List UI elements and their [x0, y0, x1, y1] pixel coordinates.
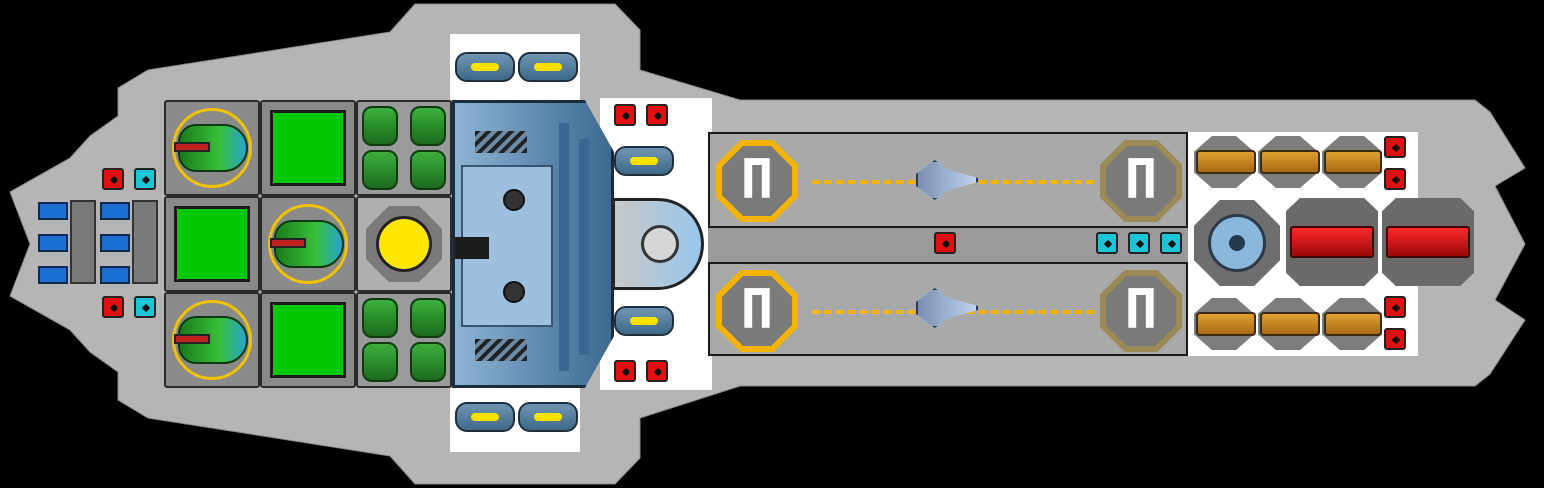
thruster-icon[interactable] [38, 234, 68, 252]
shield-drone-icon [178, 316, 248, 364]
hangar-bottom[interactable]: Π Π [708, 262, 1188, 356]
missile-icon[interactable] [614, 306, 674, 336]
shield-drone-icon [274, 220, 344, 268]
pipe-segment [70, 200, 96, 284]
pad-glyph: Π [740, 278, 774, 341]
thruster-icon[interactable] [100, 202, 130, 220]
radar-dish [1208, 214, 1266, 272]
engine-port [503, 189, 525, 211]
reactor-room[interactable] [356, 196, 452, 292]
cannon-icon[interactable] [1196, 150, 1256, 174]
pad-glyph: Π [740, 148, 774, 211]
engine-clamp [455, 237, 489, 259]
tank-room-bottom[interactable] [356, 292, 452, 388]
indicator-red-icon[interactable] [1384, 136, 1406, 158]
missile-icon[interactable] [518, 402, 578, 432]
thruster-array [34, 196, 164, 292]
drone-cannon [174, 142, 210, 152]
pad-glyph: Π [1124, 278, 1158, 341]
tank-icon [410, 106, 446, 146]
indicator-red-icon[interactable] [1384, 328, 1406, 350]
engine-fin [579, 139, 589, 355]
indicator-cyan-icon[interactable] [134, 296, 156, 318]
indicator-red-icon[interactable] [102, 296, 124, 318]
fighter-icon[interactable] [916, 160, 978, 200]
landing-pad-left[interactable]: Π [716, 140, 798, 222]
tank-icon [362, 342, 398, 382]
oxygen-room-middle-left[interactable] [164, 196, 260, 292]
missile-icon[interactable] [614, 146, 674, 176]
cannon-icon[interactable] [1260, 150, 1320, 174]
drone-cannon [270, 238, 306, 248]
tank-room-top[interactable] [356, 100, 452, 196]
thruster-icon[interactable] [38, 266, 68, 284]
cannon-icon[interactable] [1196, 312, 1256, 336]
red-laser-icon[interactable] [1290, 226, 1374, 258]
missile-icon[interactable] [518, 52, 578, 82]
tank-icon [362, 106, 398, 146]
engine-fin [559, 123, 569, 371]
tank-icon [410, 298, 446, 338]
indicator-red-icon[interactable] [934, 232, 956, 254]
engine-port [503, 281, 525, 303]
radar-center [1229, 235, 1245, 251]
indicator-red-icon[interactable] [614, 360, 636, 382]
fighter-icon[interactable] [916, 288, 978, 328]
drone-bay-bottom[interactable] [164, 292, 260, 388]
tank-icon [362, 298, 398, 338]
pad-glyph: Π [1124, 148, 1158, 211]
pad-inner: Π [722, 146, 792, 216]
indicator-cyan-icon[interactable] [1128, 232, 1150, 254]
drone-cannon [174, 334, 210, 344]
tank-icon [410, 150, 446, 190]
indicator-red-icon[interactable] [646, 360, 668, 382]
hangar-top[interactable]: Π Π [708, 132, 1188, 228]
cannon-icon[interactable] [1324, 312, 1382, 336]
indicator-red-icon[interactable] [102, 168, 124, 190]
landing-pad-right[interactable]: Π [1100, 270, 1182, 352]
drone-bay-top[interactable] [164, 100, 260, 196]
thruster-icon[interactable] [100, 234, 130, 252]
dome-core [641, 225, 679, 263]
oxygen-room-bottom[interactable] [260, 292, 356, 388]
cannon-icon[interactable] [1260, 312, 1320, 336]
pad-inner: Π [1106, 146, 1176, 216]
oxygen-room-icon [174, 206, 250, 282]
landing-pad-left[interactable]: Π [716, 270, 798, 352]
tank-icon [362, 150, 398, 190]
oxygen-room-top[interactable] [260, 100, 356, 196]
indicator-red-icon[interactable] [614, 104, 636, 126]
indicator-red-icon[interactable] [646, 104, 668, 126]
drone-ring [172, 300, 252, 380]
indicator-red-icon[interactable] [1384, 296, 1406, 318]
missile-icon[interactable] [455, 402, 515, 432]
indicator-cyan-icon[interactable] [134, 168, 156, 190]
engine-core-icon[interactable] [452, 100, 614, 388]
red-laser-icon[interactable] [1386, 226, 1470, 258]
cannon-icon[interactable] [1324, 150, 1382, 174]
indicator-cyan-icon[interactable] [1096, 232, 1118, 254]
missile-icon[interactable] [455, 52, 515, 82]
landing-pad-right[interactable]: Π [1100, 140, 1182, 222]
tank-icon [410, 342, 446, 382]
forward-dome-icon[interactable] [612, 198, 704, 290]
pad-inner: Π [1106, 276, 1176, 346]
drone-ring [172, 108, 252, 188]
thruster-icon[interactable] [100, 266, 130, 284]
pipe-segment [132, 200, 158, 284]
thruster-icon[interactable] [38, 202, 68, 220]
oxygen-room-icon [270, 110, 346, 186]
indicator-red-icon[interactable] [1384, 168, 1406, 190]
drone-bay-middle[interactable] [260, 196, 356, 292]
engine-vent [475, 131, 527, 153]
radar-core-icon[interactable] [1194, 200, 1280, 286]
engine-vent [475, 339, 527, 361]
drone-ring [268, 204, 348, 284]
pad-inner: Π [722, 276, 792, 346]
indicator-cyan-icon[interactable] [1160, 232, 1182, 254]
oxygen-room-icon [270, 302, 346, 378]
reactor-icon [376, 216, 432, 272]
